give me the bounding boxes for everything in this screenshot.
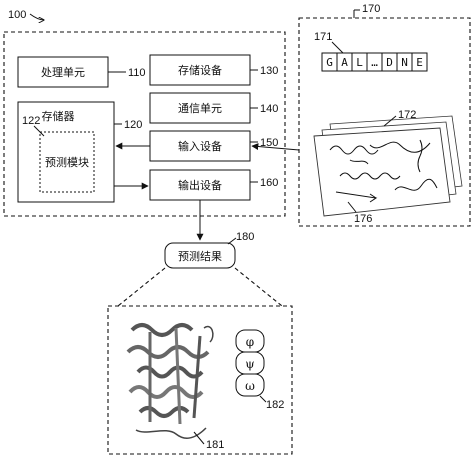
ref-122-leader (33, 125, 45, 137)
prediction-result-box (164, 242, 236, 269)
sequence-residue: G (326, 56, 333, 69)
ref-172-leader (383, 115, 397, 127)
input-device-block: 输入设备 150 (149, 130, 278, 162)
ref-100-leader (29, 13, 44, 20)
system-container (3, 31, 286, 217)
ref-170-text: 170 (362, 3, 380, 15)
output-device-block: 输出设备 160 (149, 169, 278, 201)
ref-181-leader (193, 431, 205, 445)
zoom-line-left (117, 267, 166, 307)
communication-unit-label: 通信单元 (178, 102, 222, 115)
loop-1 (135, 427, 207, 439)
helix-ribbon-2 (339, 172, 401, 180)
ref-180-leader (227, 237, 237, 245)
ref-150-text: 150 (260, 137, 278, 149)
sequence-residue: L (356, 56, 363, 69)
ref-120-text: 120 (124, 119, 142, 131)
memory-block: 存储器 120 122 预测模块 (17, 101, 142, 203)
ref-160-text: 160 (260, 177, 278, 189)
sequence-residue: … (371, 56, 378, 69)
structure-card-front (313, 127, 451, 217)
ref-140-text: 140 (260, 103, 278, 115)
prediction-result-block: 预测结果 180 (164, 231, 254, 269)
helix-3 (136, 365, 204, 379)
sequence-residue: N (401, 56, 408, 69)
coil-ribbon-1 (369, 141, 431, 153)
strand-arrow-1 (335, 191, 378, 203)
helix-4 (128, 385, 204, 399)
ref-176-leader (347, 201, 357, 213)
sequence-residue: A (341, 56, 348, 69)
processing-unit-label: 处理单元 (41, 66, 85, 79)
ref-182-text: 182 (266, 399, 284, 411)
processing-unit-block: 处理单元 110 (17, 56, 146, 88)
input-device-label: 输入设备 (178, 139, 222, 153)
sequence-residue: D (386, 56, 393, 69)
helix-vertical-2 (174, 327, 182, 425)
ref-171-leader (331, 41, 345, 55)
output-device-box (149, 169, 251, 201)
ref-176-text: 176 (354, 213, 372, 225)
storage-device-block: 存储设备 130 (149, 54, 278, 86)
structure-stack (313, 115, 463, 217)
storage-device-box (149, 54, 251, 86)
helix-2 (126, 345, 210, 359)
ref-130-text: 130 (260, 65, 278, 77)
ref-171-text: 171 (314, 31, 332, 43)
zoom-line-right (234, 267, 283, 307)
prediction-module-label: 预测模块 (45, 156, 89, 169)
coil-ribbon-4 (349, 159, 369, 165)
ref-172-text: 172 (398, 109, 416, 121)
psi-label: ψ (245, 357, 254, 371)
coil-ribbon-2 (394, 178, 438, 191)
predicted-structure-illustration (126, 323, 214, 439)
result-detail-container (107, 305, 293, 455)
ref-180-text: 180 (236, 231, 254, 243)
helix-1 (130, 323, 194, 337)
phi-label: φ (246, 335, 254, 349)
helix-ribbon-1 (329, 145, 379, 155)
omega-box (235, 373, 265, 397)
input-data-container (298, 17, 471, 227)
coil-ribbon-3 (417, 139, 423, 173)
sequence-residue: E (416, 56, 423, 69)
communication-unit-block: 通信单元 140 (149, 92, 278, 124)
ref-182-leader (259, 395, 267, 403)
sequence-frame (321, 52, 428, 72)
storage-device-label: 存储设备 (178, 63, 222, 77)
loop-2 (203, 325, 214, 343)
ref-181-text: 181 (206, 439, 224, 451)
ref-100-text: 100 (8, 9, 26, 21)
ref-110-text: 110 (128, 67, 146, 79)
data-to-input-arrow (251, 143, 300, 151)
prediction-module-box (39, 131, 95, 193)
communication-unit-box (149, 92, 251, 124)
prediction-result-label: 预测结果 (178, 250, 222, 263)
omega-label: ω (245, 379, 255, 393)
helix-vertical-3 (192, 335, 202, 419)
input-device-box (149, 130, 251, 162)
torsion-angles-group: φ ψ ω (235, 329, 265, 397)
figure-reference-100: 100 (8, 9, 44, 21)
memory-box (17, 101, 115, 203)
output-device-label: 输出设备 (178, 178, 222, 192)
memory-label: 存储器 (42, 109, 75, 123)
ref-122-text: 122 (22, 115, 40, 127)
